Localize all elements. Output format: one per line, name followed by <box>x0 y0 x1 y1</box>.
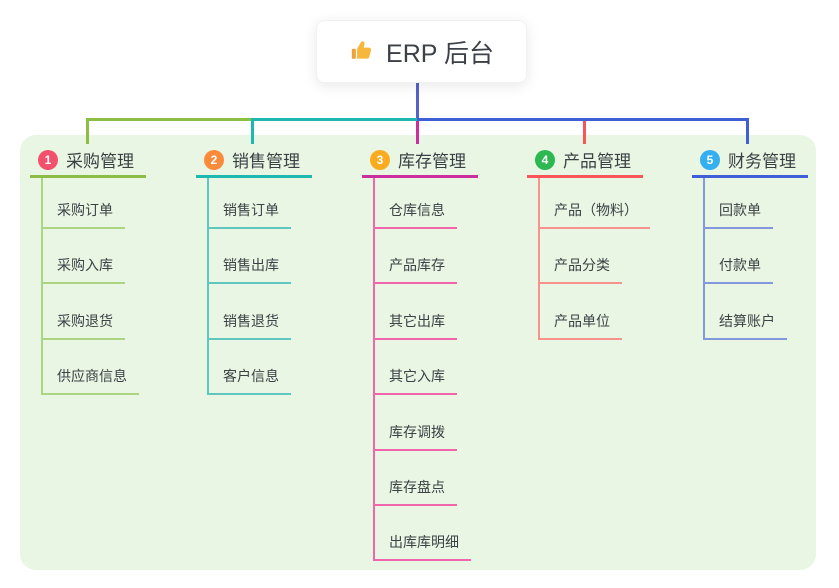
branch-number-badge: 5 <box>700 149 720 170</box>
branch-trunk-line <box>703 178 705 340</box>
branch-title-4[interactable]: 4 产品管理 <box>527 144 643 178</box>
child-node[interactable]: 库存盘点 <box>373 468 457 506</box>
branch-title-label: 产品管理 <box>563 152 631 171</box>
branch-title-2[interactable]: 2 销售管理 <box>196 144 312 178</box>
child-node[interactable]: 付款单 <box>703 246 773 285</box>
branch-title-1[interactable]: 1 采购管理 <box>30 144 146 178</box>
branch-title-5[interactable]: 5 财务管理 <box>692 144 808 178</box>
mindmap-root-node[interactable]: ERP 后台 <box>316 20 527 83</box>
child-node[interactable]: 产品单位 <box>538 302 622 340</box>
branch-drop-line <box>86 118 89 144</box>
branch-number-badge: 2 <box>204 149 224 170</box>
branch-drop-line <box>583 121 586 144</box>
branch-trunk-line <box>538 178 540 340</box>
child-node[interactable]: 库存调拨 <box>373 413 457 451</box>
child-node[interactable]: 客户信息 <box>207 357 291 396</box>
child-node[interactable]: 销售订单 <box>207 191 291 229</box>
child-node[interactable]: 仓库信息 <box>373 191 457 229</box>
child-node[interactable]: 销售出库 <box>207 246 291 285</box>
child-node[interactable]: 采购入库 <box>41 246 125 285</box>
branch-number-badge: 3 <box>370 149 390 170</box>
branch-number-badge: 4 <box>535 149 555 170</box>
child-node[interactable]: 产品（物料） <box>538 191 650 229</box>
root-label: ERP 后台 <box>386 39 494 68</box>
branch-trunk-line <box>207 178 209 396</box>
child-node[interactable]: 采购订单 <box>41 191 125 229</box>
child-node[interactable]: 产品库存 <box>373 246 457 285</box>
child-node[interactable]: 其它出库 <box>373 302 457 340</box>
branch-drop-line <box>416 121 419 144</box>
child-node[interactable]: 销售退货 <box>207 302 291 340</box>
child-node[interactable]: 出库库明细 <box>373 523 471 562</box>
branch-drop-line <box>746 118 749 144</box>
branch-title-label: 销售管理 <box>232 152 300 171</box>
branches-panel <box>20 135 816 570</box>
branch-drop-line <box>251 118 254 144</box>
branch-title-label: 库存管理 <box>398 152 466 171</box>
root-connector-line <box>416 81 419 121</box>
child-node[interactable]: 采购退货 <box>41 302 125 340</box>
branch-number-badge: 1 <box>38 149 58 170</box>
child-node[interactable]: 回款单 <box>703 191 773 229</box>
branch-bus-line <box>251 118 419 121</box>
branch-bus-line <box>417 118 749 121</box>
child-node[interactable]: 产品分类 <box>538 246 622 285</box>
child-node[interactable]: 供应商信息 <box>41 357 139 396</box>
branch-title-label: 采购管理 <box>66 152 134 171</box>
child-node[interactable]: 结算账户 <box>703 302 787 340</box>
branch-bus-line <box>86 118 253 121</box>
thumbs-up-icon <box>349 38 376 65</box>
branch-title-3[interactable]: 3 库存管理 <box>362 144 478 178</box>
branch-trunk-line <box>41 178 43 396</box>
branch-trunk-line <box>373 178 375 562</box>
child-node[interactable]: 其它入库 <box>373 357 457 396</box>
branch-title-label: 财务管理 <box>728 152 796 171</box>
